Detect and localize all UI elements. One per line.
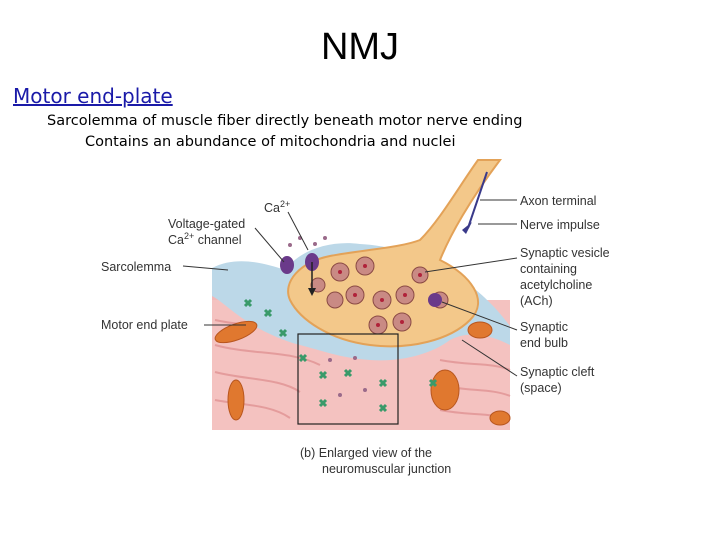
label-synaptic-cleft-2: (space) xyxy=(520,381,562,395)
vesicle-ach-marks xyxy=(338,264,422,327)
slide-title: NMJ xyxy=(320,26,400,68)
label-synaptic-vesicle-1: Synaptic vesicle xyxy=(520,246,610,260)
ach-receptors xyxy=(243,298,438,413)
heading-motor-end-plate: Motor end-plate xyxy=(13,84,173,108)
label-voltage-gated-2: Ca2+ channel xyxy=(168,231,242,247)
ca-entry-arrowhead xyxy=(308,288,316,296)
label-axon-terminal: Axon terminal xyxy=(520,194,596,208)
label-motor-end-plate: Motor end plate xyxy=(101,318,188,332)
figure-caption-2: neuromuscular junction xyxy=(322,462,451,476)
nerve-impulse-arrowhead xyxy=(462,222,472,234)
leader-lines xyxy=(182,199,518,377)
label-synaptic-vesicle-4: (ACh) xyxy=(520,294,553,308)
nerve-impulse-arrow xyxy=(467,171,488,229)
label-synaptic-cleft-1: Synaptic cleft xyxy=(520,365,595,379)
label-voltage-gated-1: Voltage-gated xyxy=(168,217,245,231)
label-synaptic-end-bulb-2: end bulb xyxy=(520,336,568,350)
bullet-sarcolemma: Sarcolemma of muscle fiber directly bene… xyxy=(47,113,523,129)
label-synaptic-vesicle-2: containing xyxy=(520,262,577,276)
figure-caption-1: (b) Enlarged view of the xyxy=(300,446,432,460)
label-nerve-impulse: Nerve impulse xyxy=(520,218,600,232)
label-sarcolemma: Sarcolemma xyxy=(101,260,171,274)
enlarged-view-box xyxy=(297,333,399,425)
mitochondria xyxy=(214,320,511,426)
label-synaptic-vesicle-3: acetylcholine xyxy=(520,278,592,292)
label-ca: Ca2+ xyxy=(264,199,290,215)
label-synaptic-end-bulb-1: Synaptic xyxy=(520,320,568,334)
bullet-mitochondria: Contains an abundance of mitochondria an… xyxy=(85,134,456,150)
